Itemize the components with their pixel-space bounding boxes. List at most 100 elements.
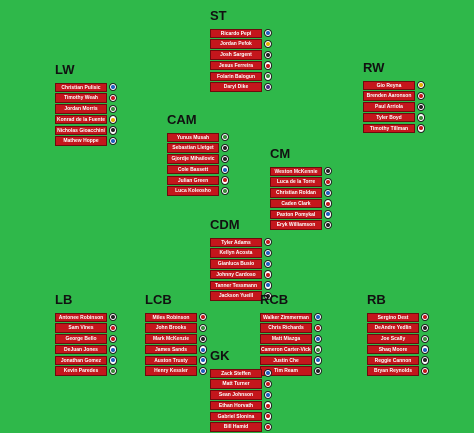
club-badge-icon (109, 93, 118, 103)
club-badge-icon (417, 102, 426, 112)
club-badge-icon (421, 367, 430, 376)
player-row: DeAndre Yedlin (367, 323, 430, 334)
player-row: Auston Trusty (145, 355, 208, 366)
player-row: Bill Hamid (210, 422, 273, 433)
player-name: DeAndre Yedlin (367, 323, 419, 333)
club-badge-emblem (266, 251, 271, 256)
player-row: Konrad de la Fuente (55, 114, 118, 125)
club-badge-icon (264, 390, 273, 400)
club-badge-icon (199, 334, 208, 344)
player-name: Sean Johnson (210, 390, 262, 400)
player-row: Tyler Adams (210, 237, 273, 248)
player-name: Tyler Adams (210, 237, 262, 248)
player-row: Brenden Aaronson (363, 91, 426, 102)
club-badge-emblem (111, 358, 116, 363)
club-badge-emblem (111, 139, 116, 144)
player-row: Henry Kessler (145, 366, 208, 377)
club-badge-emblem (266, 63, 271, 68)
club-badge-emblem (316, 369, 321, 374)
club-badge-emblem (326, 180, 331, 185)
club-badge-emblem (423, 326, 428, 331)
club-badge-emblem (266, 283, 271, 288)
club-badge-icon (264, 259, 273, 269)
player-row: Timothy Weah (55, 93, 118, 104)
player-name: Christian Pulisic (55, 82, 107, 93)
club-badge-icon (324, 167, 333, 176)
club-badge-icon (109, 323, 118, 333)
player-row: Julian Green (167, 175, 230, 186)
club-badge-icon (199, 367, 208, 376)
player-row: Antonee Robinson (55, 312, 118, 323)
club-badge-icon (314, 313, 323, 322)
player-row: Jackson Yueill (210, 291, 273, 302)
player-row: James Sands (145, 344, 208, 355)
club-badge-icon (109, 126, 118, 135)
club-badge-icon (421, 356, 430, 365)
player-name: Paul Arriola (363, 102, 415, 112)
player-name: Gio Reyna (363, 80, 415, 91)
player-name: Weston McKennie (270, 166, 322, 177)
player-row: Justin Che (260, 355, 323, 366)
club-badge-icon (109, 104, 118, 114)
player-row: Chris Richards (260, 323, 323, 334)
player-name: Jackson Yueill (210, 291, 262, 301)
club-badge-icon (417, 81, 426, 90)
player-name: John Brooks (145, 323, 197, 333)
club-badge-icon (421, 313, 430, 322)
club-badge-icon (421, 334, 430, 344)
club-badge-emblem (111, 315, 116, 320)
player-name: George Bello (55, 334, 107, 344)
player-name: Joe Scally (367, 334, 419, 344)
club-badge-icon (264, 248, 273, 258)
club-badge-icon (324, 221, 333, 230)
player-row: Jordan Morris (55, 104, 118, 115)
player-row: Gabriel Slonina (210, 411, 273, 422)
player-row: Timothy Tillman (363, 123, 426, 134)
club-badge-emblem (266, 294, 271, 299)
club-badge-emblem (201, 347, 206, 352)
club-badge-emblem (201, 326, 206, 331)
player-name: Miles Robinson (145, 312, 197, 323)
player-row: Jordan Pefok (210, 39, 273, 50)
player-name: Tanner Tessmann (210, 280, 262, 291)
club-badge-emblem (266, 414, 271, 419)
player-row: DeJuan Jones (55, 344, 118, 355)
player-row: Sam Vines (55, 323, 118, 334)
player-row: Reggie Cannon (367, 355, 430, 366)
player-row: Folarin Balogun (210, 71, 273, 82)
player-name: Tyler Boyd (363, 112, 415, 123)
player-name: Zack Steffen (210, 368, 262, 379)
club-badge-emblem (111, 336, 116, 341)
club-badge-icon (221, 133, 230, 142)
player-row: Matt Miazga (260, 334, 323, 345)
player-name: Chris Richards (260, 323, 312, 333)
player-row: Gjordje Mihailovic (167, 154, 230, 165)
player-row: Ethan Horvath (210, 400, 273, 411)
club-badge-emblem (419, 83, 424, 88)
club-badge-icon (109, 313, 118, 322)
club-badge-emblem (266, 74, 271, 79)
club-badge-emblem (111, 128, 116, 133)
club-badge-icon (264, 50, 273, 60)
club-badge-emblem (223, 146, 228, 151)
player-row: Shaq Moore (367, 344, 430, 355)
club-badge-emblem (201, 336, 206, 341)
player-name: Jonathan Gomez (55, 355, 107, 366)
club-badge-emblem (316, 336, 321, 341)
club-badge-emblem (266, 31, 271, 36)
player-row: Gianluca Busio (210, 259, 273, 270)
club-badge-icon (199, 313, 208, 322)
club-badge-emblem (266, 371, 271, 376)
player-row: Nicholas Gioacchini (55, 125, 118, 136)
player-name: Kevin Paredes (55, 366, 107, 376)
club-badge-icon (109, 345, 118, 354)
player-row: Josh Sargent (210, 50, 273, 61)
club-badge-icon (324, 177, 333, 187)
